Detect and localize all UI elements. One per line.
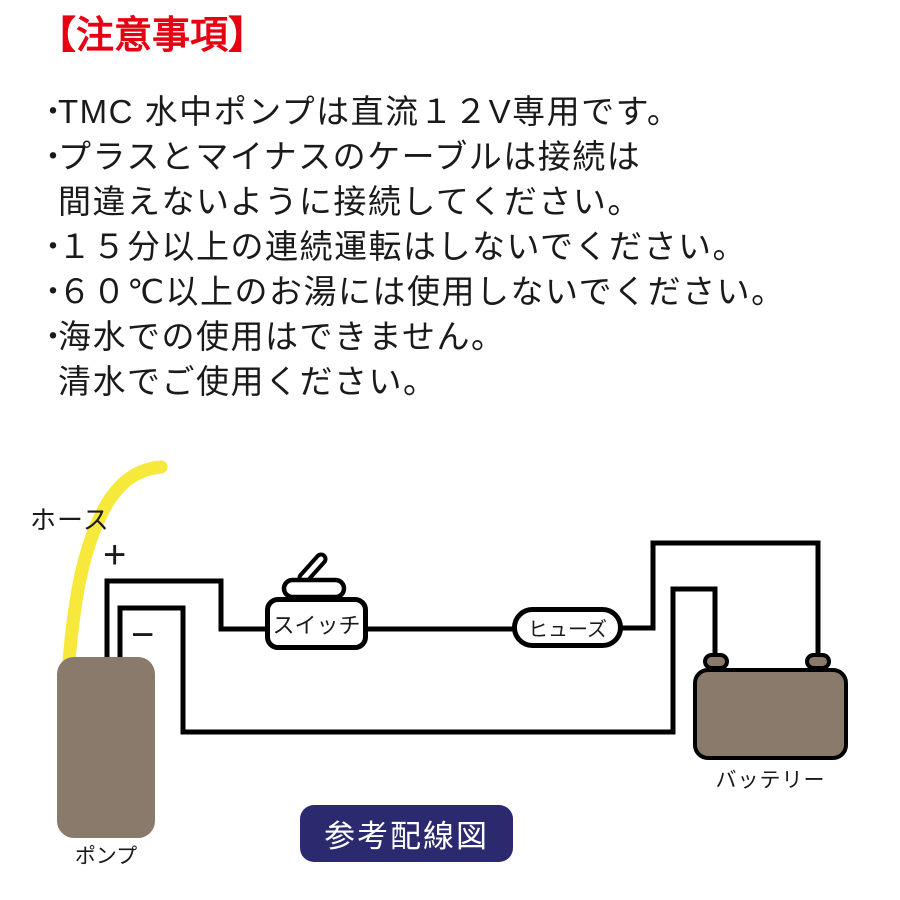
pump-body <box>57 657 155 838</box>
diagram-caption-badge: 参考配線図 <box>300 805 513 862</box>
bullet-marker: ・ <box>38 140 70 174</box>
battery-body <box>693 668 848 760</box>
notice-text: TMC 水中ポンプは直流１２V専用です。 <box>58 92 682 130</box>
switch-label: スイッチ <box>272 612 361 638</box>
notice-text: 間違えないように接続してください。 <box>58 182 642 220</box>
bullet-marker: ・ <box>38 230 70 264</box>
bullet-marker: ・ <box>38 275 70 309</box>
notice-text: 清水でご使用ください。 <box>58 362 438 400</box>
bullet-marker: ・ <box>38 95 70 129</box>
notice-text: 海水での使用はできません。 <box>58 317 506 355</box>
notice-line: ・ プラスとマイナスのケーブルは接続は <box>38 131 878 176</box>
notice-line: 間違えないように接続してください。 <box>38 176 878 221</box>
notice-text: ６０℃以上のお湯には使用しないでください。 <box>58 272 786 310</box>
caution-title: 【注意事項】 <box>38 15 267 57</box>
notice-text: プラスとマイナスのケーブルは接続は <box>58 137 642 175</box>
minus-terminal-label: − <box>131 613 155 657</box>
notice-line: ・ TMC 水中ポンプは直流１２V専用です。 <box>38 86 878 131</box>
hose-label: ホース <box>30 505 110 535</box>
fuse-label: ヒューズ <box>528 619 607 641</box>
pump-label: ポンプ <box>74 845 138 868</box>
switch-lever-outline <box>297 552 328 585</box>
notice-line: ・ ６０℃以上のお湯には使用しないでください。 <box>38 266 878 311</box>
plus-terminal-label: + <box>103 533 127 577</box>
notice-list: ・ TMC 水中ポンプは直流１２V専用です。 ・ プラスとマイナスのケーブルは接… <box>38 86 878 401</box>
notice-line: ・ １５分以上の連続運転はしないでください。 <box>38 221 878 266</box>
wire-fuse-to-battery <box>621 540 821 657</box>
wire-minus-pump-to-battery <box>117 586 718 735</box>
notice-line: ・ 海水での使用はできません。 <box>38 311 878 356</box>
switch-lever-base <box>281 577 347 600</box>
notice-line: 清水でご使用ください。 <box>38 356 878 401</box>
bullet-marker: ・ <box>38 320 70 354</box>
notice-text: １５分以上の連続運転はしないでください。 <box>58 227 748 265</box>
switch-box: スイッチ <box>265 597 368 650</box>
fuse-box: ヒューズ <box>512 607 623 648</box>
switch-lever-fill <box>301 556 324 581</box>
diagram-caption-text: 参考配線図 <box>324 819 489 854</box>
battery-label: バッテリー <box>715 769 826 792</box>
